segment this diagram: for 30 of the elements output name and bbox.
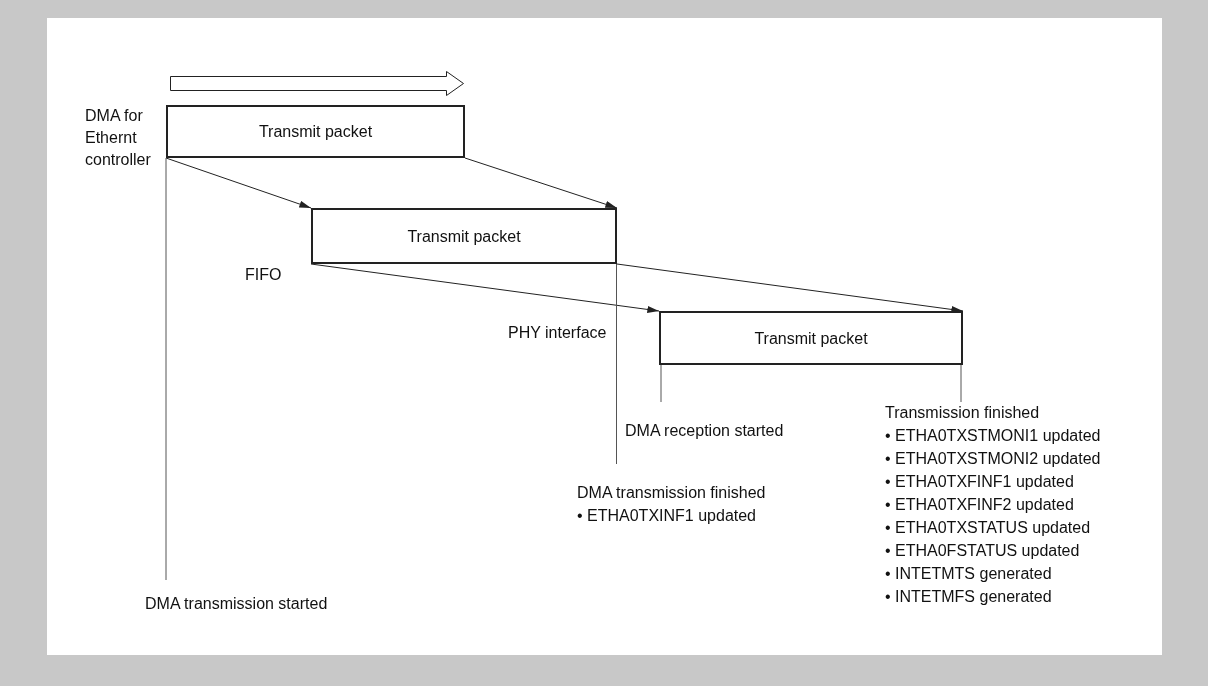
leader-line (165, 157, 167, 581)
process-box (166, 105, 465, 158)
lane-label: PHY interface (508, 323, 607, 343)
box-label: Transmit packet (407, 226, 521, 247)
bullet-item: • INTETMTS generated (885, 564, 1053, 584)
event-label: DMA transmission started (145, 594, 328, 614)
leader-line (660, 364, 662, 403)
event-label: DMA reception started (625, 421, 784, 441)
event-label: DMA transmission finished (577, 483, 766, 503)
arrow (464, 157, 618, 209)
process-box (659, 311, 963, 365)
lane-label: FIFO (245, 265, 282, 285)
bullet-item: • ETHA0TXSTMONI2 updated (885, 449, 1101, 469)
bullet-item: • ETHA0TXSTMONI1 updated (885, 426, 1101, 446)
bullet-item: • ETHA0TXFINF1 updated (885, 472, 1075, 492)
process-box (311, 208, 617, 264)
leader-line (960, 364, 962, 403)
box-label: Transmit packet (754, 328, 868, 349)
bullet-item: • ETHA0TXFINF2 updated (885, 495, 1075, 515)
bullet-item: • ETHA0TXINF1 updated (577, 506, 757, 526)
leader-line (616, 263, 617, 465)
lane-label: DMA for Ethernt controller (85, 106, 152, 170)
arrow (616, 263, 964, 313)
bullet-item: • INTETMFS generated (885, 587, 1053, 607)
bullet-item: • ETHA0FSTATUS updated (885, 541, 1081, 561)
bullet-item: • ETHA0TXSTATUS updated (885, 518, 1092, 538)
event-label: Transmission finished (885, 403, 1041, 423)
arrow (165, 157, 312, 209)
box-label: Transmit packet (258, 122, 373, 142)
arrow (310, 263, 660, 313)
